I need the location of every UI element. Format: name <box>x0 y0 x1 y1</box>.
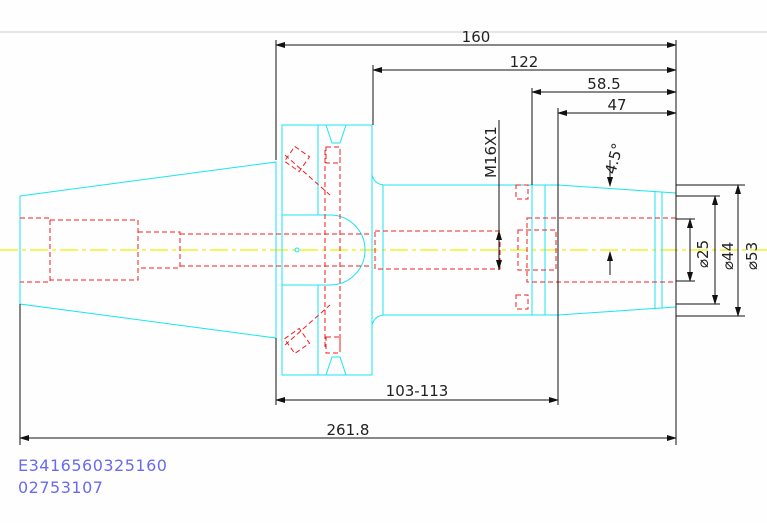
dim-261-8: 261.8 <box>327 421 370 439</box>
dim-160: 160 <box>462 28 491 46</box>
part-number: E3416560325160 <box>18 456 168 475</box>
dim-dia-44: ⌀44 <box>719 242 737 270</box>
dim-thread: M16X1 <box>482 126 500 178</box>
dim-dia-25: ⌀25 <box>694 240 712 268</box>
dim-dia-53: ⌀53 <box>743 242 761 270</box>
part-code: 02753107 <box>18 478 104 497</box>
dim-47: 47 <box>607 96 626 114</box>
dim-103-113: 103-113 <box>386 382 449 400</box>
dim-122: 122 <box>510 53 539 71</box>
dimension-lines <box>19 40 745 445</box>
dim-58-5: 58.5 <box>587 75 620 93</box>
dim-angle: 4.5° <box>601 141 627 176</box>
